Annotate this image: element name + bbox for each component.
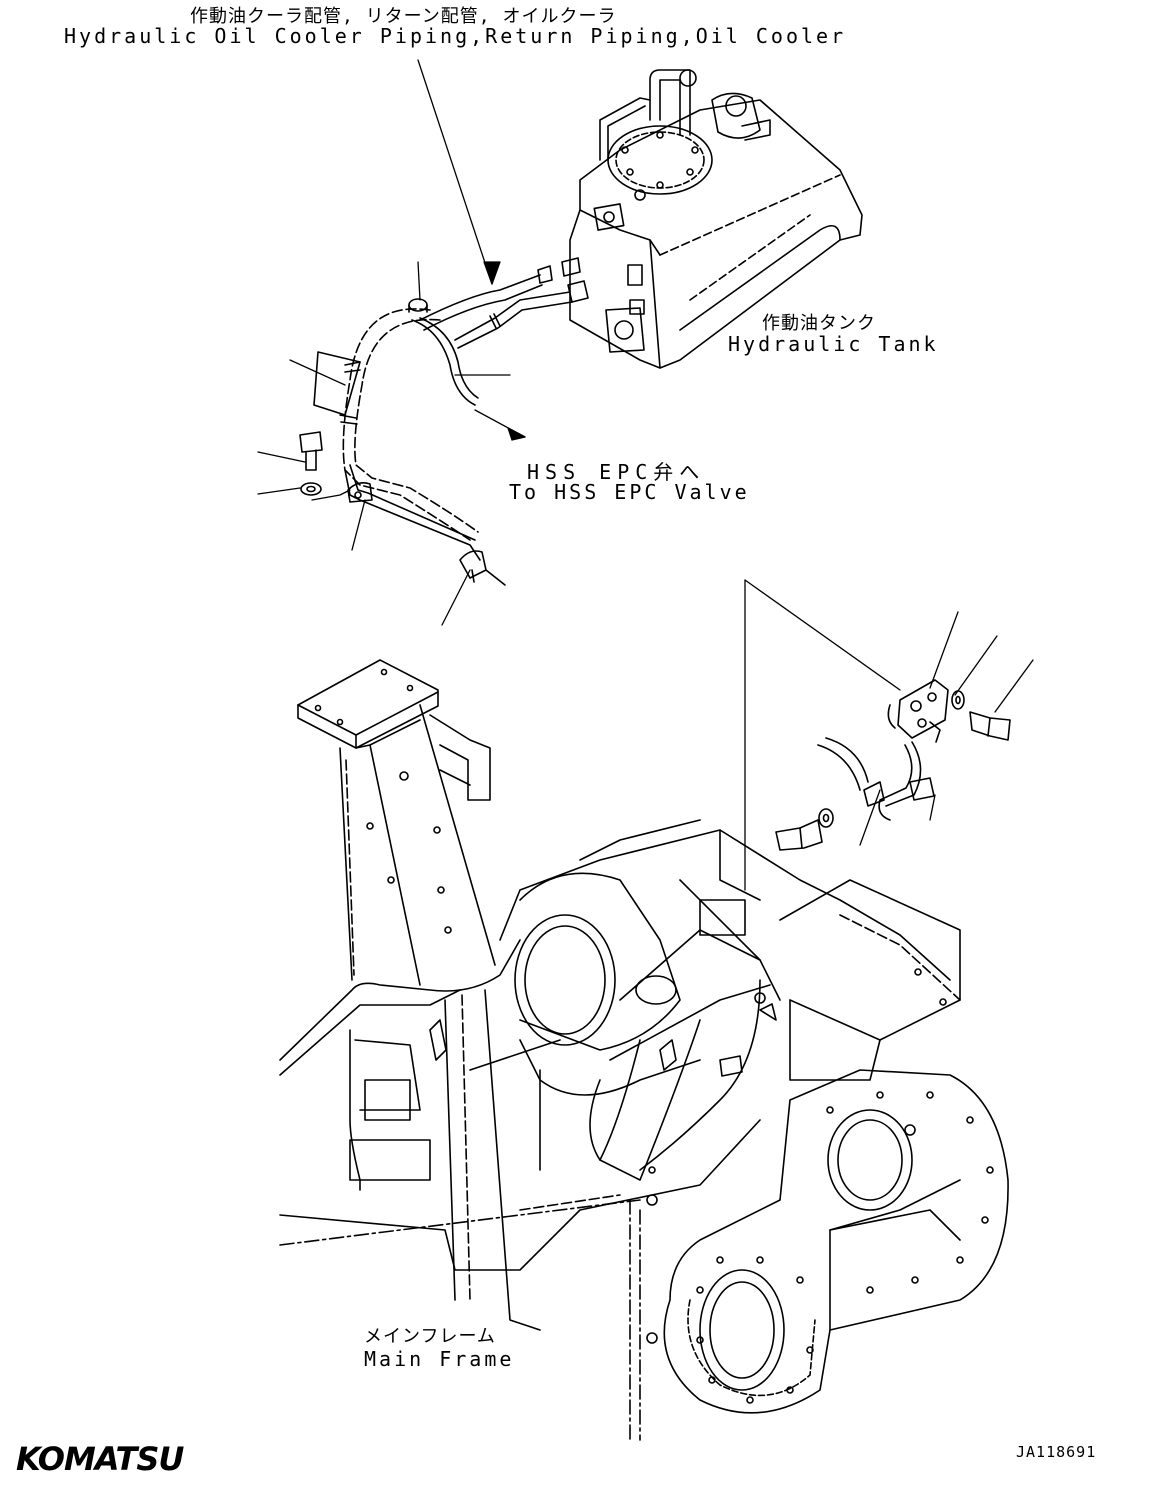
valve-flange-detail (775, 679, 1011, 851)
bolt-upper (299, 431, 323, 496)
hydraulic-tank (537, 69, 863, 369)
document-id: JA118691 (1016, 1443, 1097, 1461)
info-tag (313, 351, 361, 416)
komatsu-logo: KOMATSU (16, 1440, 184, 1478)
hss-epc-label-jp: HSS EPC弁へ (527, 460, 706, 484)
cooler-piping-label-en: Hydraulic Oil Cooler Piping,Return Pipin… (64, 24, 847, 48)
hose-assembly (339, 274, 573, 586)
hydraulic-tank-label-en: Hydraulic Tank (728, 332, 939, 356)
hydraulic-tank-label-jp: 作動油タンク (762, 313, 876, 334)
plate-holes (696, 1091, 994, 1404)
main-frame-label-jp: メインフレーム (364, 1326, 496, 1347)
cooler-piping-label-jp: 作動油クーラ配管, リターン配管, オイルクーラ (190, 6, 617, 27)
main-frame (279, 659, 1009, 1441)
leader-lines (257, 59, 1034, 891)
hss-epc-label-en: To HSS EPC Valve (509, 480, 750, 504)
main-frame-label-en: Main Frame (364, 1347, 515, 1371)
